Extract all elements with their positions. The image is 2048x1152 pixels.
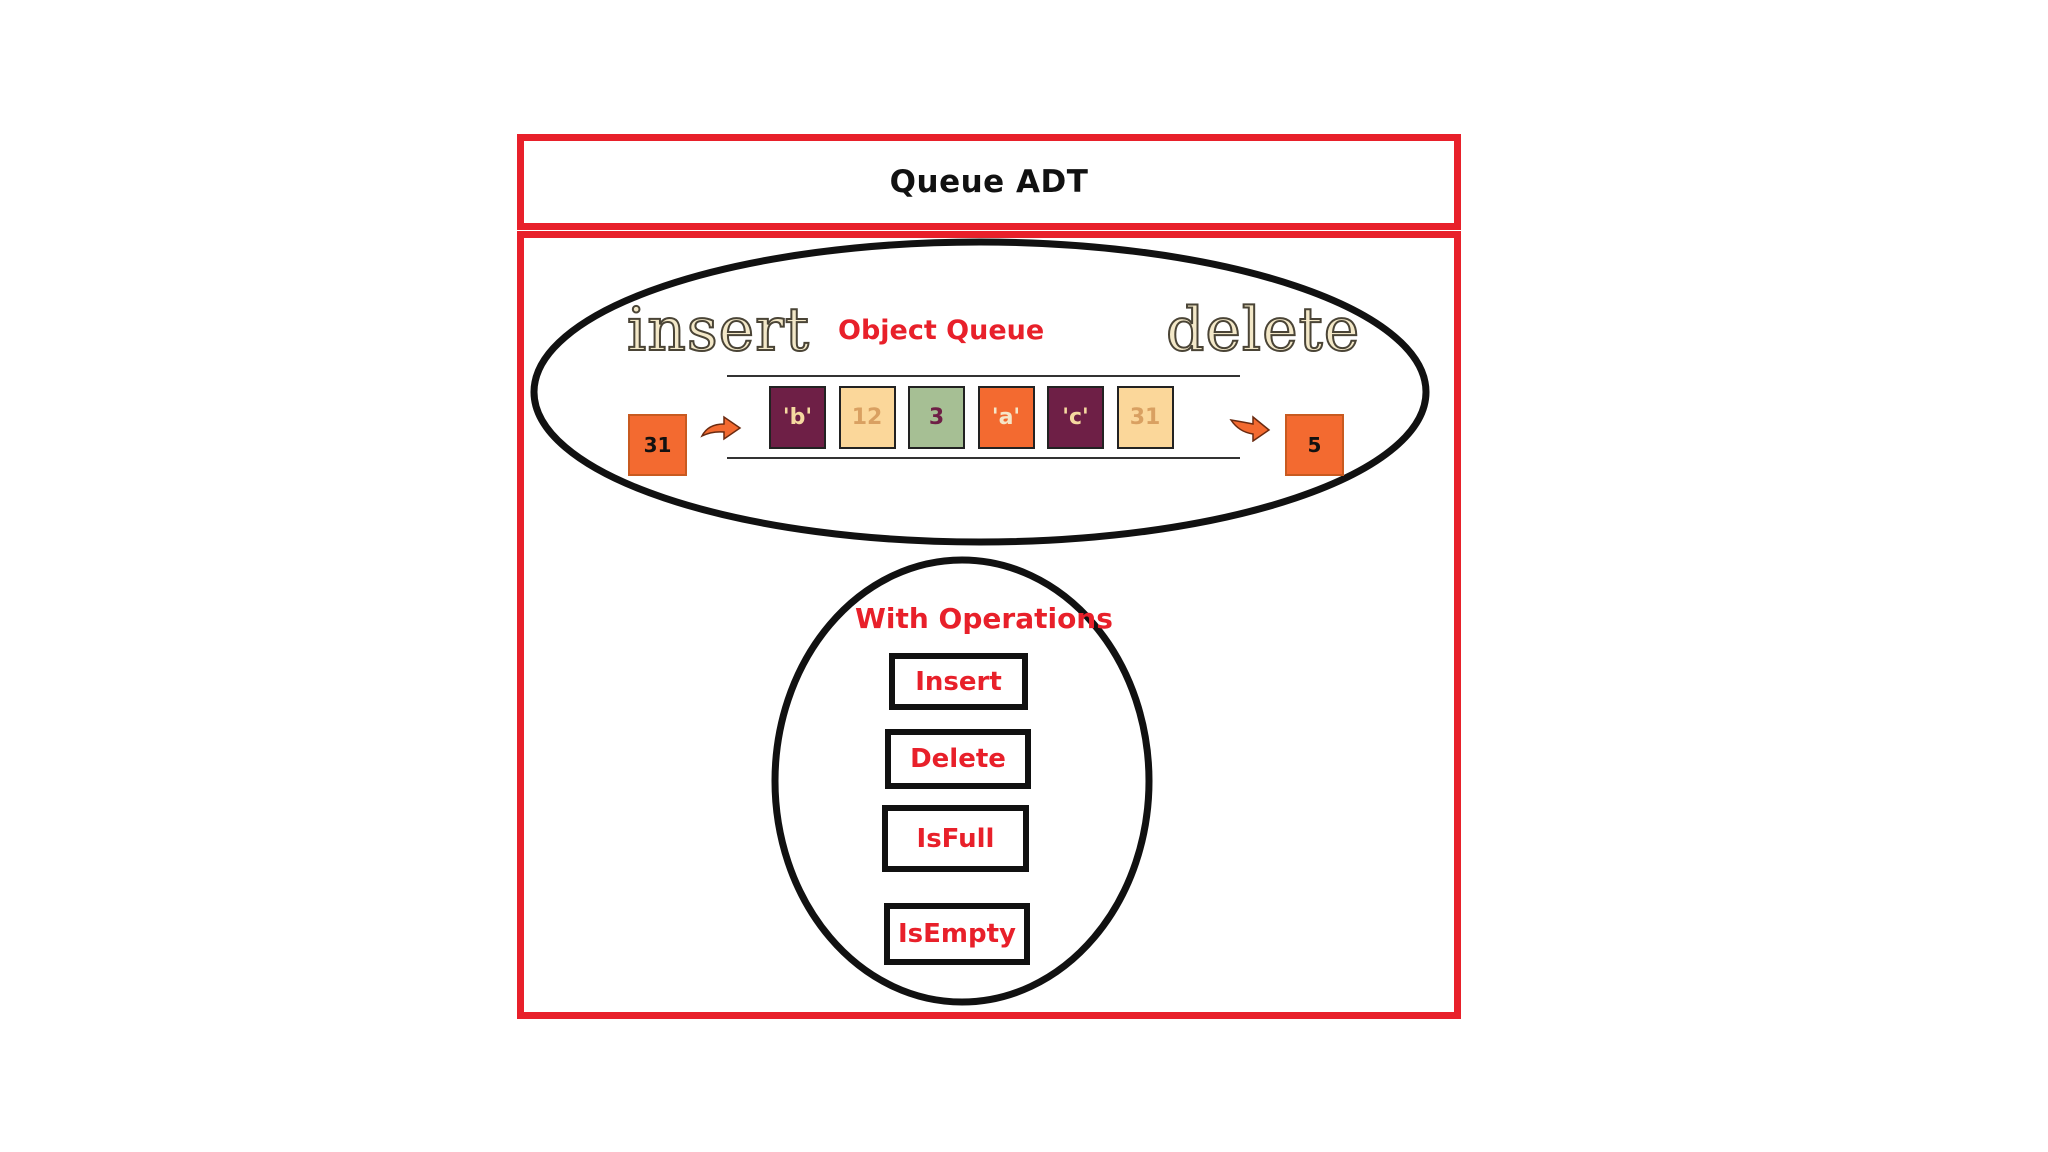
queue-cell: 12 xyxy=(838,386,896,449)
queue-cell: 'a' xyxy=(977,386,1035,449)
operations-ellipse xyxy=(771,556,1153,1006)
delete-arrow-icon xyxy=(1229,415,1271,442)
insert-operation: Insert xyxy=(889,653,1028,710)
title-frame xyxy=(517,134,1461,230)
queue-cell: 31 xyxy=(1116,386,1174,449)
incoming-item: 31 xyxy=(628,414,687,476)
operations-label: With Operations xyxy=(855,602,1113,635)
object-queue-label: Object Queue xyxy=(838,315,1045,346)
queue-cell: 3 xyxy=(908,386,965,449)
queue-cell: 'c' xyxy=(1047,386,1104,449)
isempty-operation: IsEmpty xyxy=(884,903,1030,965)
isfull-operation: IsFull xyxy=(882,805,1029,872)
body-frame xyxy=(517,231,1461,1019)
diagram-title: Queue ADT xyxy=(889,164,1089,200)
queue-cell: 'b' xyxy=(769,386,826,449)
delete-label: delete xyxy=(1165,295,1361,365)
delete-operation: Delete xyxy=(885,729,1031,789)
insert-arrow-icon xyxy=(700,415,742,441)
insert-label: insert xyxy=(626,295,810,365)
object-queue-ellipse xyxy=(530,238,1430,546)
outgoing-item: 5 xyxy=(1285,414,1344,476)
